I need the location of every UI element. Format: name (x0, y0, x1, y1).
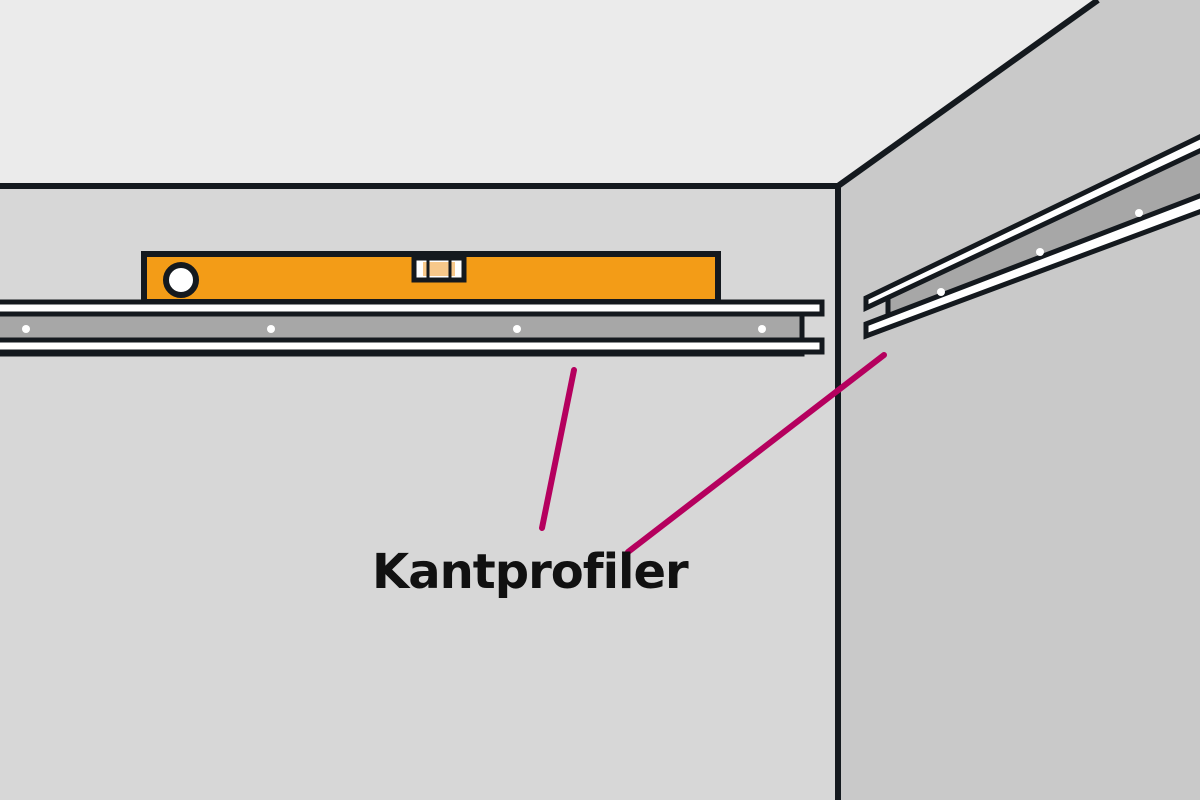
right-profile-screw (1036, 248, 1044, 256)
callout-label: Kantprofiler (372, 544, 689, 600)
left-profile-screw (758, 325, 766, 333)
right-profile-screw (1135, 209, 1143, 217)
left-profile-screw (513, 325, 521, 333)
right-profile-top-flange (863, 134, 1200, 312)
right-profile-bottom-flange (863, 193, 1200, 340)
edge-profile-icon (0, 299, 825, 357)
edge-profile-icon (863, 134, 1200, 340)
left-profile-screw (267, 325, 275, 333)
left-profile-top-flange (0, 299, 825, 317)
left-profile-bottom-flange (0, 337, 825, 355)
leader-line-right (625, 352, 887, 555)
spirit-level-icon (141, 251, 721, 305)
ceiling-edge-right (836, 0, 1100, 189)
left-profile-screw (22, 325, 30, 333)
right-profile-screw (937, 288, 945, 296)
spirit-level-hole (163, 262, 199, 298)
leader-line-left (539, 367, 577, 531)
